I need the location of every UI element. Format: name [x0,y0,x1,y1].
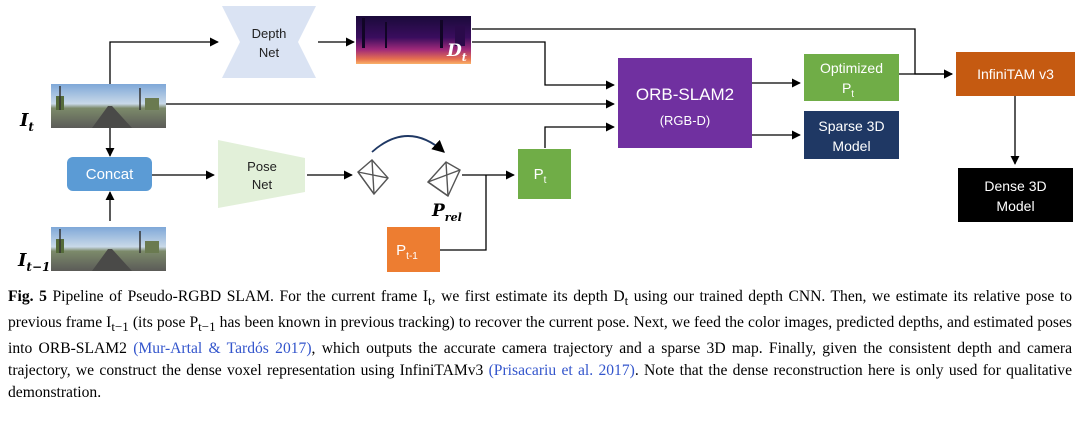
arrow-it-to-depthnet [109,37,219,84]
svg-text:Model: Model [832,138,870,154]
label-relative-pose: Prel [431,201,462,224]
svg-text:(RGB-D): (RGB-D) [660,113,711,128]
svg-text:Concat: Concat [86,166,134,183]
orbslam-box: ORB-SLAM2 (RGB-D) [618,58,752,148]
svg-text:Pt-1: Pt-1 [396,242,418,262]
caption-text-5: has been known in previous tracking) to … [8,314,1072,358]
figure-caption: Fig. 5 Pipeline of Pseudo-RGBD SLAM. For… [8,288,1073,402]
citation-link-orbslam[interactable]: (Mur-Artal & Tardós 2017) [133,340,312,358]
dense-model-box: Dense 3D Model [958,168,1073,222]
svg-text:Depth: Depth [252,26,287,41]
arrow-dt-to-orbslam [472,41,615,90]
connectors [105,28,1020,251]
image-current-frame [51,84,166,128]
pose-net-box: Pose Net [218,140,305,208]
figure-label: Fig. 5 [8,288,47,305]
label-depth-output: Dt [446,41,467,64]
svg-text:Pt: Pt [534,166,547,186]
camera-frustum-icon-current [426,161,461,198]
caption-text-6: , which outputs the accurate camera traj… [8,340,1072,380]
depth-map-image [356,16,471,64]
caption-text-2: , we first estimate its depth D [431,288,625,305]
caption-text-1: Pipeline of Pseudo-RGBD SLAM. For the cu… [52,288,429,305]
sparse-model-box: Sparse 3D Model [804,111,899,159]
svg-text:Dense 3D: Dense 3D [984,178,1046,194]
svg-text:Sparse 3D: Sparse 3D [818,118,884,134]
caption-text-4: (its pose P [128,314,199,332]
pose-t-minus-1-box: Pt-1 [387,227,440,272]
label-input-previous: It−1 [17,250,50,272]
caption-text-7: . Note that the dense reconstruction her… [8,362,1073,402]
camera-frustum-icon-previous [357,159,389,196]
pose-t-box: Pt [518,149,571,199]
svg-text:Optimized: Optimized [820,60,883,76]
svg-text:Net: Net [252,177,273,192]
infinitam-box: InfiniTAM v3 [956,52,1075,96]
citation-link-infinitam[interactable]: (Prisacariu et al. 2017) [488,362,635,380]
optimized-pose-box: Optimized Pt [804,54,899,101]
svg-text:Pose: Pose [247,159,277,174]
svg-text:Net: Net [259,45,280,60]
arrow-pt1-to-pt [440,175,487,251]
label-input-current: It [19,110,34,134]
arrow-pt-to-orbslam [544,122,615,148]
pipeline-diagram: It It−1 Concat Depth Net Pose Net Dt [17,6,1075,272]
svg-text:Pt: Pt [842,80,854,100]
svg-text:ORB-SLAM2: ORB-SLAM2 [636,85,734,104]
relative-motion-arrow [371,135,445,153]
svg-text:InfiniTAM v3: InfiniTAM v3 [977,66,1054,82]
depth-net-box: Depth Net [222,6,316,78]
concat-box: Concat [67,157,152,191]
svg-text:Model: Model [996,198,1034,214]
caption-text-3: using our trained depth CNN. Then, we es… [8,288,1072,332]
image-previous-frame [51,227,166,271]
